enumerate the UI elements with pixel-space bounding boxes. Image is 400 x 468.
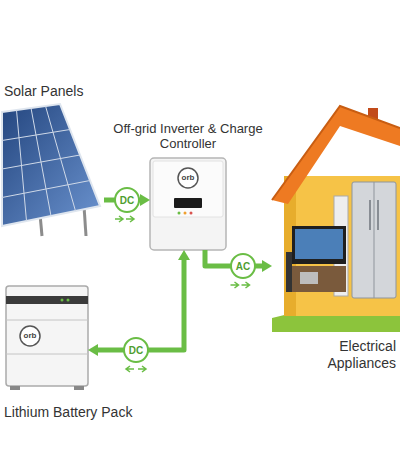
current-type-badge: DC xyxy=(123,337,149,363)
power-line xyxy=(96,258,184,350)
flow-arrow xyxy=(231,282,239,288)
appliance-house: Electrical Appliances xyxy=(272,104,400,332)
flow-arrow xyxy=(126,216,134,222)
brand-logo: orb xyxy=(178,172,198,184)
flow-arrow xyxy=(115,216,123,222)
arrow-head xyxy=(178,250,190,260)
node-title: Off-grid Inverter & Charge Controller xyxy=(113,121,263,152)
inverter-unit: Off-grid Inverter & Charge Controller xyxy=(150,158,226,250)
node-title: Solar Panels xyxy=(4,83,83,100)
current-type-badge: DC xyxy=(114,187,140,213)
battery-illustration xyxy=(6,286,88,390)
current-type-badge: AC xyxy=(230,253,256,279)
flow-arrow xyxy=(242,282,250,288)
solar-panel-array: Solar Panels xyxy=(0,104,104,232)
node-title: Electrical Appliances xyxy=(272,338,396,372)
flow-arrow xyxy=(138,366,146,372)
brand-logo: orb xyxy=(20,330,40,342)
battery-pack: Lithium Battery Pack xyxy=(6,286,88,386)
node-title: Lithium Battery Pack xyxy=(4,404,132,421)
inverter-illustration xyxy=(150,158,226,250)
house-illustration xyxy=(272,106,400,332)
flow-arrow xyxy=(126,366,134,372)
arrow-head xyxy=(262,260,272,272)
arrow-head xyxy=(140,194,150,206)
solar-panel-illustration xyxy=(2,104,100,236)
arrow-head xyxy=(88,344,98,356)
